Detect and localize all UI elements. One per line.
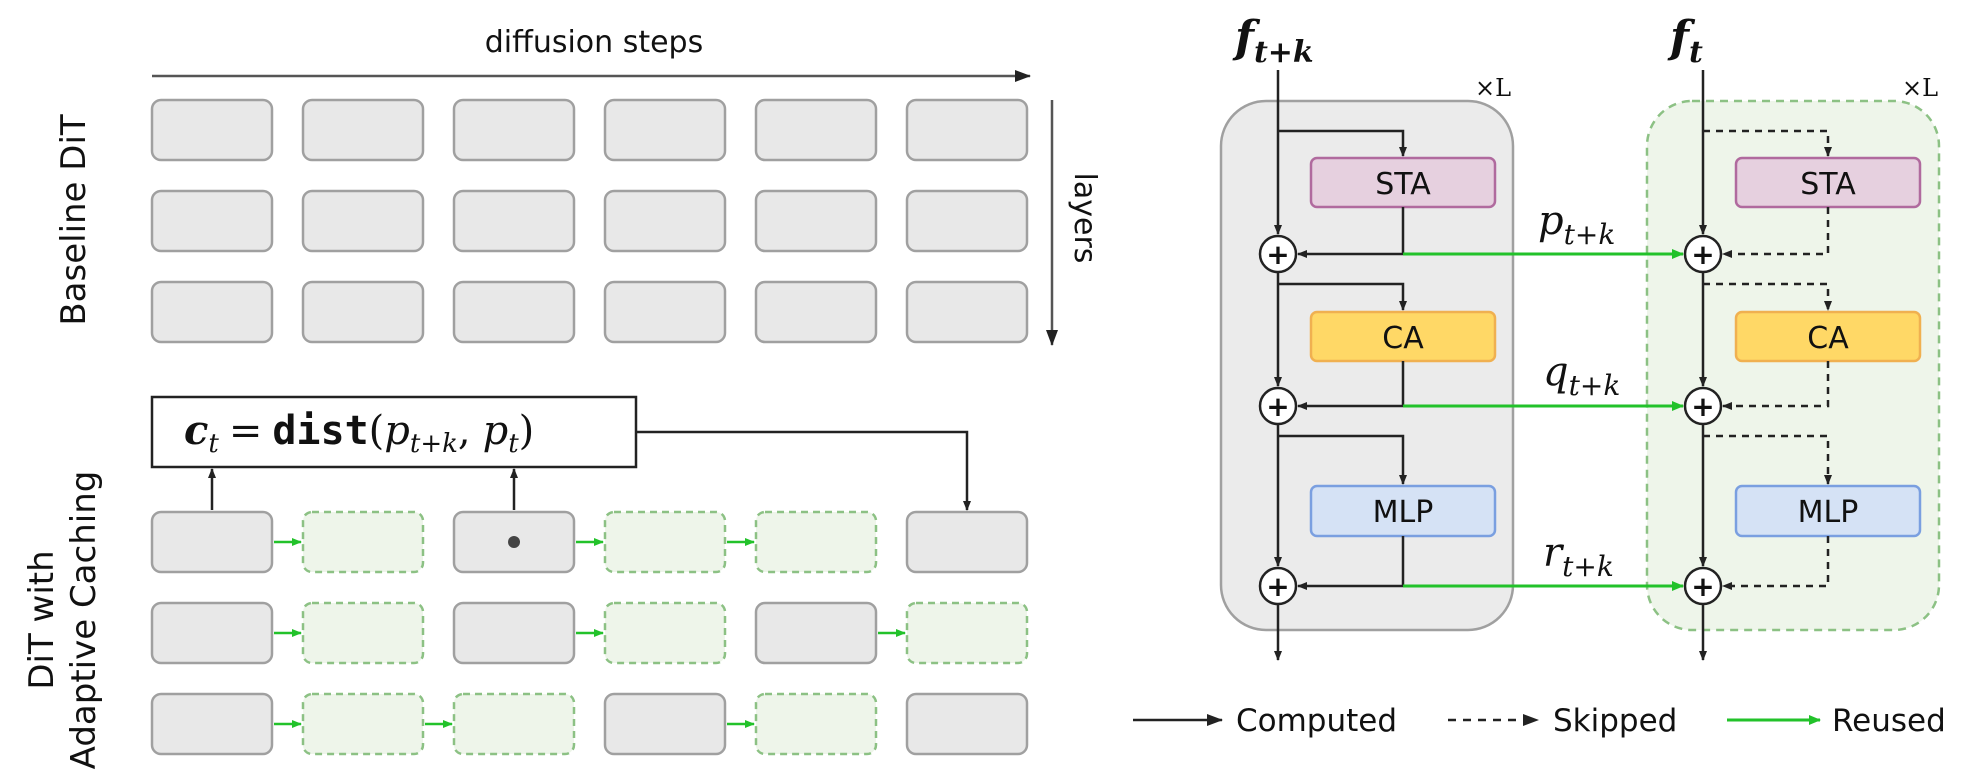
repeat-label-1: ×L xyxy=(1475,74,1511,102)
baseline-block xyxy=(754,98,878,162)
skipped-arrow xyxy=(1703,129,1832,157)
repeat-label-2: ×L xyxy=(1902,74,1938,102)
skipped-arrow xyxy=(1703,282,1832,311)
adaptive-label-line1: DiT with xyxy=(22,550,62,689)
cached-block xyxy=(603,601,727,665)
legend-reused-label: Reused xyxy=(1832,703,1946,739)
plus-icon: + xyxy=(1691,390,1714,423)
computed-arrow xyxy=(1278,282,1407,311)
formula-box xyxy=(150,395,638,469)
computed-block xyxy=(905,692,1029,756)
reuse-label-q: qt+k xyxy=(1543,349,1620,402)
mlp-label: MLP xyxy=(1798,495,1859,530)
plus-icon: + xyxy=(1266,390,1289,423)
formula-text: ct=dist(pt+k,pt) xyxy=(184,407,534,459)
skipped-arrow xyxy=(1703,434,1832,485)
baseline-block xyxy=(150,98,274,162)
plus-icon: + xyxy=(1691,570,1714,603)
baseline-block xyxy=(754,189,878,253)
baseline-block xyxy=(754,280,878,344)
skipped-arrow xyxy=(1722,536,1830,590)
computed-arrow xyxy=(1278,129,1407,157)
computed-block xyxy=(150,601,274,665)
cached-block xyxy=(754,692,878,756)
cached-block xyxy=(754,510,878,574)
baseline-block xyxy=(603,98,727,162)
adaptive-grid xyxy=(150,510,1029,756)
baseline-block xyxy=(905,280,1029,344)
cached-block xyxy=(301,510,425,574)
baseline-grid xyxy=(150,98,1029,344)
baseline-dit-label: Baseline DiT xyxy=(54,114,94,326)
computed-block xyxy=(603,692,727,756)
mlp-label: MLP xyxy=(1373,495,1434,530)
formula-output-arrow xyxy=(636,430,971,511)
baseline-block xyxy=(603,189,727,253)
right-panel: ft+k ft ×L ×L STA + CA + MLP + STA xyxy=(1133,12,1946,739)
cached-block xyxy=(301,601,425,665)
baseline-block xyxy=(150,189,274,253)
computed-arrow xyxy=(1278,434,1407,485)
left-panel: diffusion steps layers Baseline DiT DiT … xyxy=(22,25,1102,769)
computed-block xyxy=(452,601,576,665)
current-step-dot xyxy=(508,536,520,548)
baseline-block xyxy=(452,189,576,253)
reuse-label-p: pt+k xyxy=(1538,198,1615,251)
ca-label: CA xyxy=(1807,321,1849,356)
ca-label: CA xyxy=(1382,321,1424,356)
diffusion-steps-label: diffusion steps xyxy=(485,25,703,60)
computed-block xyxy=(754,601,878,665)
layers-label: layers xyxy=(1067,173,1102,264)
sta-label: STA xyxy=(1800,167,1856,202)
legend-skipped-label: Skipped xyxy=(1553,703,1677,739)
col1-input-label: ft+k xyxy=(1232,12,1314,70)
baseline-block xyxy=(301,189,425,253)
col2-input-label: ft xyxy=(1667,12,1703,70)
plus-icon: + xyxy=(1266,570,1289,603)
cached-block xyxy=(603,510,727,574)
baseline-block xyxy=(603,280,727,344)
computed-block xyxy=(905,510,1029,574)
plus-icon: + xyxy=(1691,238,1714,271)
legend-computed-label: Computed xyxy=(1236,703,1397,739)
reuse-label-r: rt+k xyxy=(1543,530,1614,583)
baseline-block xyxy=(905,98,1029,162)
skipped-arrow xyxy=(1722,207,1830,258)
baseline-block xyxy=(452,98,576,162)
computed-block xyxy=(150,692,274,756)
plus-icon: + xyxy=(1266,238,1289,271)
baseline-block xyxy=(150,280,274,344)
skipped-arrow xyxy=(1722,361,1830,410)
baseline-block xyxy=(301,280,425,344)
cached-block xyxy=(452,692,576,756)
adaptive-label-line2: Adaptive Caching xyxy=(64,471,104,770)
baseline-block xyxy=(301,98,425,162)
sta-label: STA xyxy=(1375,167,1431,202)
baseline-block xyxy=(905,189,1029,253)
distance-formula: ct=dist(pt+k,pt) xyxy=(150,395,638,469)
cached-block xyxy=(905,601,1029,665)
cached-block xyxy=(301,692,425,756)
legend: Computed Skipped Reused xyxy=(1133,703,1946,739)
baseline-block xyxy=(452,280,576,344)
computed-block xyxy=(150,510,274,574)
